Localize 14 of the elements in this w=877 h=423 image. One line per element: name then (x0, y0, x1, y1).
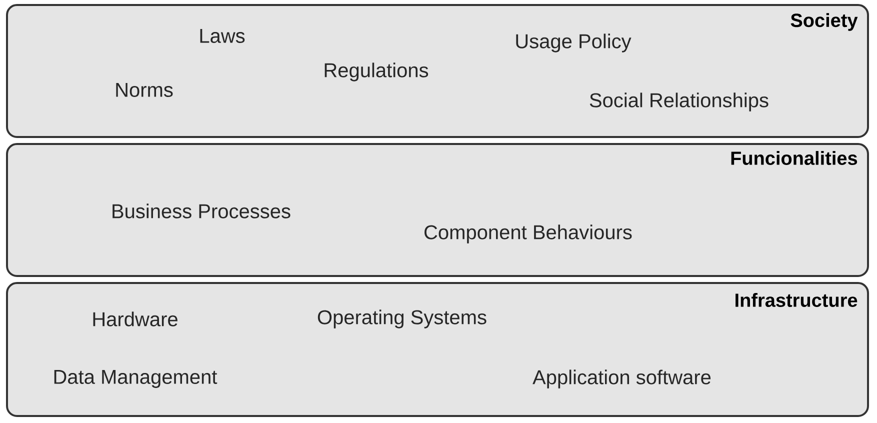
item-label: Usage Policy (516, 34, 632, 52)
item-label: Business Processes (112, 204, 290, 218)
item-label: Hardware (93, 312, 178, 326)
item-label: Application software (532, 370, 711, 388)
layer-heading: Funcionalities (731, 151, 858, 165)
item-label: Laws (200, 29, 245, 43)
item-label: Component Behaviours (424, 224, 632, 244)
item-label: Norms (116, 83, 173, 97)
item-label: Operating Systems (318, 310, 486, 328)
item-label: Regulations (324, 62, 428, 82)
item-label: Social Relationships (590, 92, 768, 112)
layer-heading: Society (790, 13, 858, 31)
item-label: Data Management (54, 370, 218, 388)
layer-heading: Infrastructure (736, 293, 858, 307)
